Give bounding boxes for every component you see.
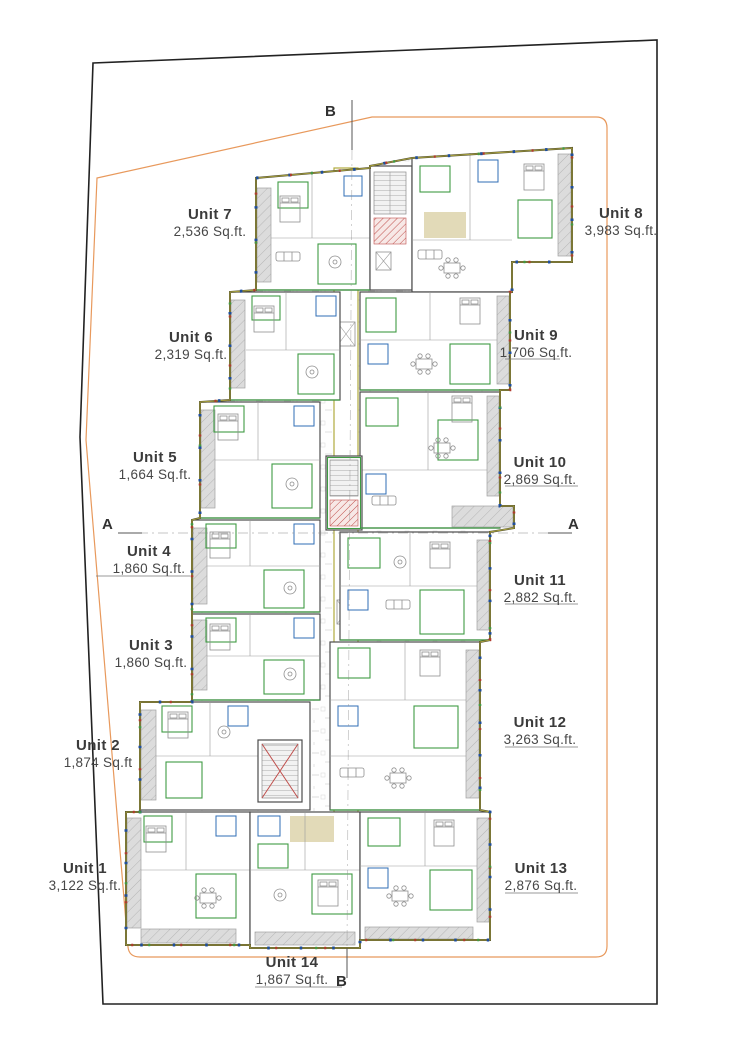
unit-6-plan <box>229 291 341 401</box>
unit-2-plan <box>139 701 311 811</box>
unit-7-name: Unit 7 <box>187 206 233 223</box>
unit-10-area: 2,869 Sq.ft. <box>503 472 577 488</box>
unit-7-area: 2,536 Sq.ft. <box>173 224 247 240</box>
unit-13-name: Unit 13 <box>514 860 568 877</box>
unit-5-plan <box>199 401 321 519</box>
unit-8-label: Unit 8 3,983 Sq.ft. <box>585 205 658 239</box>
unit-4-label: Unit 4 1,860 Sq.ft. <box>113 543 186 577</box>
unit-14-name: Unit 14 <box>265 954 319 971</box>
unit-3-plan <box>191 613 321 701</box>
unit-4-name: Unit 4 <box>126 543 172 560</box>
section-marker-a-right: A <box>568 516 579 533</box>
unit-11-area: 2,882 Sq.ft. <box>503 590 577 606</box>
unit-1-plan <box>125 811 251 946</box>
unit-1-name: Unit 1 <box>62 860 108 877</box>
unit-5-name: Unit 5 <box>132 449 178 466</box>
unit-6-label: Unit 6 2,319 Sq.ft. <box>155 329 228 363</box>
unit-12-area: 3,263 Sq.ft. <box>503 732 577 748</box>
unit-9-name: Unit 9 <box>513 327 559 344</box>
unit-7-label: Unit 7 2,536 Sq.ft. <box>174 206 247 240</box>
stair-lobby-plan <box>369 165 413 291</box>
unit-5-area: 1,664 Sq.ft. <box>118 467 192 483</box>
unit-2-label: Unit 2 1,874 Sq.ft <box>64 737 133 771</box>
unit-9-area: 1,706 Sq.ft. <box>499 345 573 361</box>
label-leader-lines <box>96 358 578 988</box>
unit-3-label: Unit 3 1,860 Sq.ft. <box>115 637 188 671</box>
unit-13-area: 2,876 Sq.ft. <box>504 878 578 894</box>
unit-4-area: 1,860 Sq.ft. <box>112 561 186 577</box>
unit-11-name: Unit 11 <box>514 572 566 589</box>
section-marker-b-bottom: B <box>336 973 347 990</box>
section-marker-a-left: A <box>102 516 113 533</box>
unit-8-plan <box>411 147 573 293</box>
unit-8-name: Unit 8 <box>598 205 644 222</box>
setback-line <box>85 116 608 958</box>
unit-3-name: Unit 3 <box>128 637 174 654</box>
unit-7-plan <box>255 167 371 291</box>
unit-8-area: 3,983 Sq.ft. <box>584 223 658 239</box>
unit-2-name: Unit 2 <box>75 737 121 754</box>
unit-12-name: Unit 12 <box>513 714 567 731</box>
unit-3-area: 1,860 Sq.ft. <box>114 655 188 671</box>
unit-14-plan <box>249 811 361 949</box>
section-line-b <box>346 100 353 978</box>
section-marker-b-top: B <box>325 103 336 120</box>
unit-12-label: Unit 12 3,263 Sq.ft. <box>504 714 577 748</box>
unit-10-name: Unit 10 <box>513 454 567 471</box>
unit-13-plan <box>359 811 491 941</box>
outer-wall-outline <box>124 146 574 950</box>
unit-13-label: Unit 13 2,876 Sq.ft. <box>505 860 578 894</box>
unit-1-label: Unit 1 3,122 Sq.ft. <box>49 860 122 894</box>
stair-core-plan <box>325 455 363 531</box>
unit-9-plan <box>359 291 511 391</box>
unit-4-plan <box>191 519 321 613</box>
unit-14-label: Unit 14 1,867 Sq.ft. <box>256 954 329 988</box>
unit-12-plan <box>329 641 481 811</box>
unit-10-label: Unit 10 2,869 Sq.ft. <box>504 454 577 488</box>
unit-2-area: 1,874 Sq.ft <box>63 755 133 771</box>
unit-6-area: 2,319 Sq.ft. <box>154 347 228 363</box>
unit-1-area: 3,122 Sq.ft. <box>48 878 122 894</box>
unit-9-label: Unit 9 1,706 Sq.ft. <box>500 327 573 361</box>
unit-5-label: Unit 5 1,664 Sq.ft. <box>119 449 192 483</box>
unit-6-name: Unit 6 <box>168 329 214 346</box>
unit-11-plan <box>339 531 491 641</box>
unit-10-plan <box>359 391 514 529</box>
site-boundary-line <box>79 39 658 1005</box>
unit-11-label: Unit 11 2,882 Sq.ft. <box>504 572 577 606</box>
unit-14-area: 1,867 Sq.ft. <box>255 972 329 988</box>
